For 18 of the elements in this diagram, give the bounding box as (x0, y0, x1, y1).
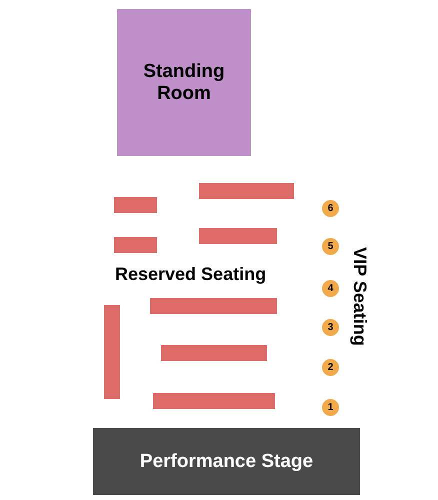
vip-seat-marker: 1 (322, 399, 339, 416)
seating-row (199, 183, 294, 199)
section-label: VIP Seating (348, 246, 370, 346)
seating-row (161, 345, 267, 361)
standing-room-area: Standing Room (117, 9, 251, 156)
seating-row (153, 393, 275, 409)
seating-row (104, 305, 120, 399)
vip-seat-marker: 2 (322, 359, 339, 376)
vip-seat-marker: 4 (322, 280, 339, 297)
seating-row (114, 197, 157, 213)
vip-seat-marker: 3 (322, 319, 339, 336)
seating-row (199, 228, 277, 244)
seating-row (114, 237, 157, 253)
vip-seat-marker: 6 (322, 200, 339, 217)
seating-row (150, 298, 277, 314)
section-label: Reserved Seating (115, 264, 266, 285)
vip-seat-marker: 5 (322, 238, 339, 255)
stage-area: Performance Stage (93, 428, 360, 495)
